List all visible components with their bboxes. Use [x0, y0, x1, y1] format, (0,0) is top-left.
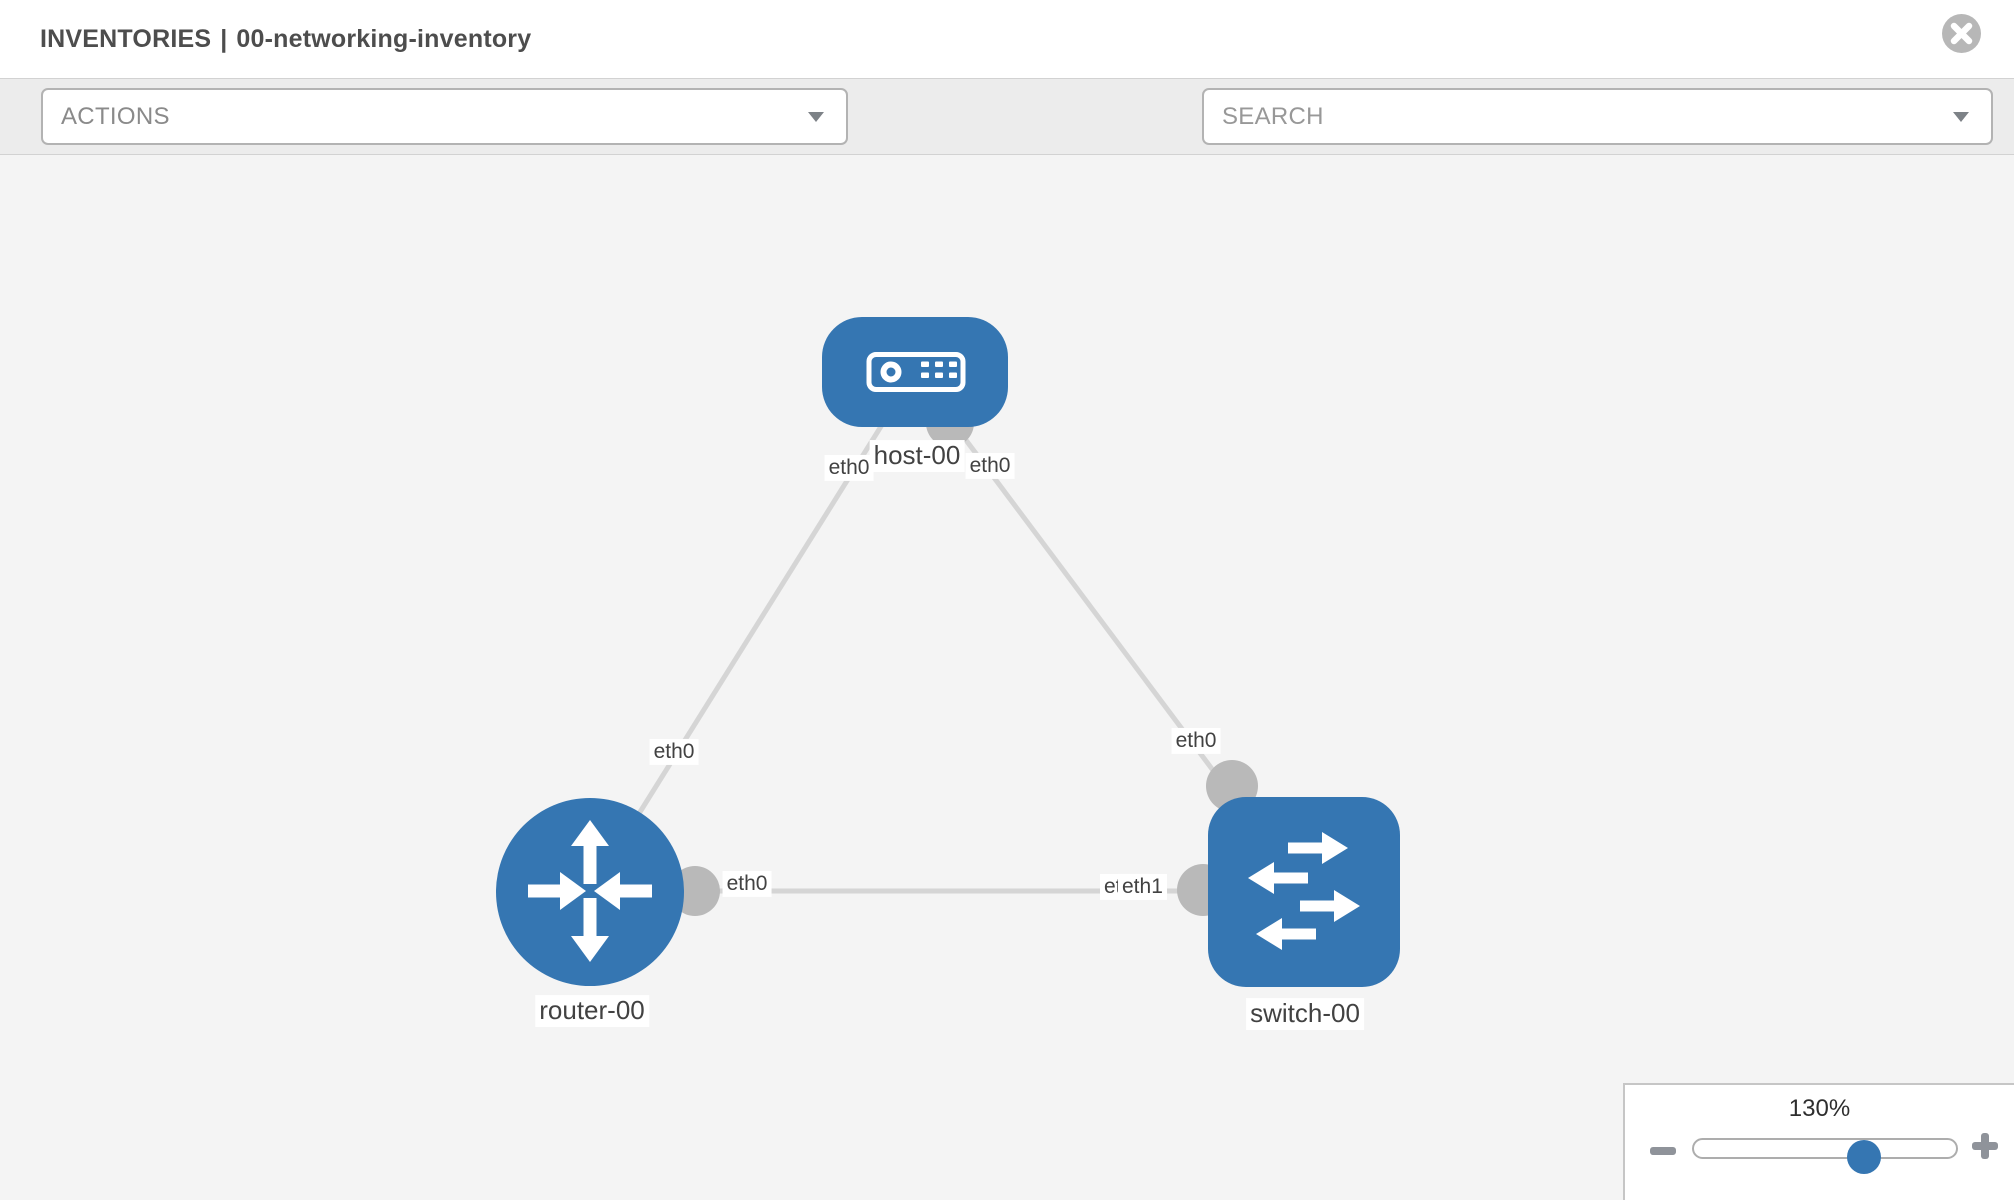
close-button[interactable]: [1942, 14, 1981, 53]
breadcrumb: INVENTORIES | 00-networking-inventory: [40, 25, 531, 54]
search-dropdown[interactable]: SEARCH: [1202, 88, 1993, 145]
zoom-slider-track[interactable]: [1692, 1138, 1958, 1174]
interface-label: eth0: [649, 738, 699, 766]
interface-label: eth1: [1118, 873, 1167, 901]
page-header: INVENTORIES | 00-networking-inventory: [0, 0, 2014, 78]
switch-icon: [1248, 832, 1360, 950]
zoom-panel: 130%: [1623, 1083, 2014, 1200]
interface-label: eth0: [1171, 727, 1221, 755]
actions-dropdown-label: ACTIONS: [61, 102, 170, 130]
inventory-name: 00-networking-inventory: [236, 24, 532, 53]
zoom-slider-thumb[interactable]: [1847, 1140, 1881, 1174]
toolbar: ACTIONS SEARCH: [0, 78, 2014, 216]
breadcrumb-separator: |: [220, 24, 228, 53]
node-label-host: host-00: [869, 440, 965, 472]
search-placeholder: SEARCH: [1222, 102, 1324, 130]
topology-graph: [496, 317, 1400, 987]
topology-canvas[interactable]: host-00 router-00 switch-00 eth0 eth0 et…: [0, 155, 2014, 1200]
node-label-router: router-00: [535, 995, 649, 1027]
actions-dropdown[interactable]: ACTIONS: [41, 88, 848, 145]
zoom-level-text: 130%: [1788, 1095, 1851, 1122]
close-icon: [1942, 14, 1981, 53]
router-icon: [528, 820, 652, 962]
breadcrumb-section[interactable]: INVENTORIES: [40, 24, 212, 53]
interface-label: eth0: [965, 452, 1015, 480]
host-icon: [866, 352, 966, 392]
node-host-00[interactable]: [822, 317, 1008, 427]
node-router-00[interactable]: [496, 798, 684, 986]
chevron-down-icon: [808, 111, 824, 122]
zoom-out-button[interactable]: [1650, 1143, 1678, 1161]
plus-icon: [1972, 1133, 1998, 1159]
minus-icon: [1650, 1147, 1676, 1155]
interface-label: eth0: [722, 870, 772, 898]
zoom-in-button[interactable]: [1971, 1132, 1999, 1165]
interface-label: eth0: [824, 454, 874, 482]
chevron-down-icon: [1953, 111, 1969, 122]
node-switch-00[interactable]: [1208, 797, 1400, 987]
node-label-switch: switch-00: [1246, 998, 1364, 1030]
